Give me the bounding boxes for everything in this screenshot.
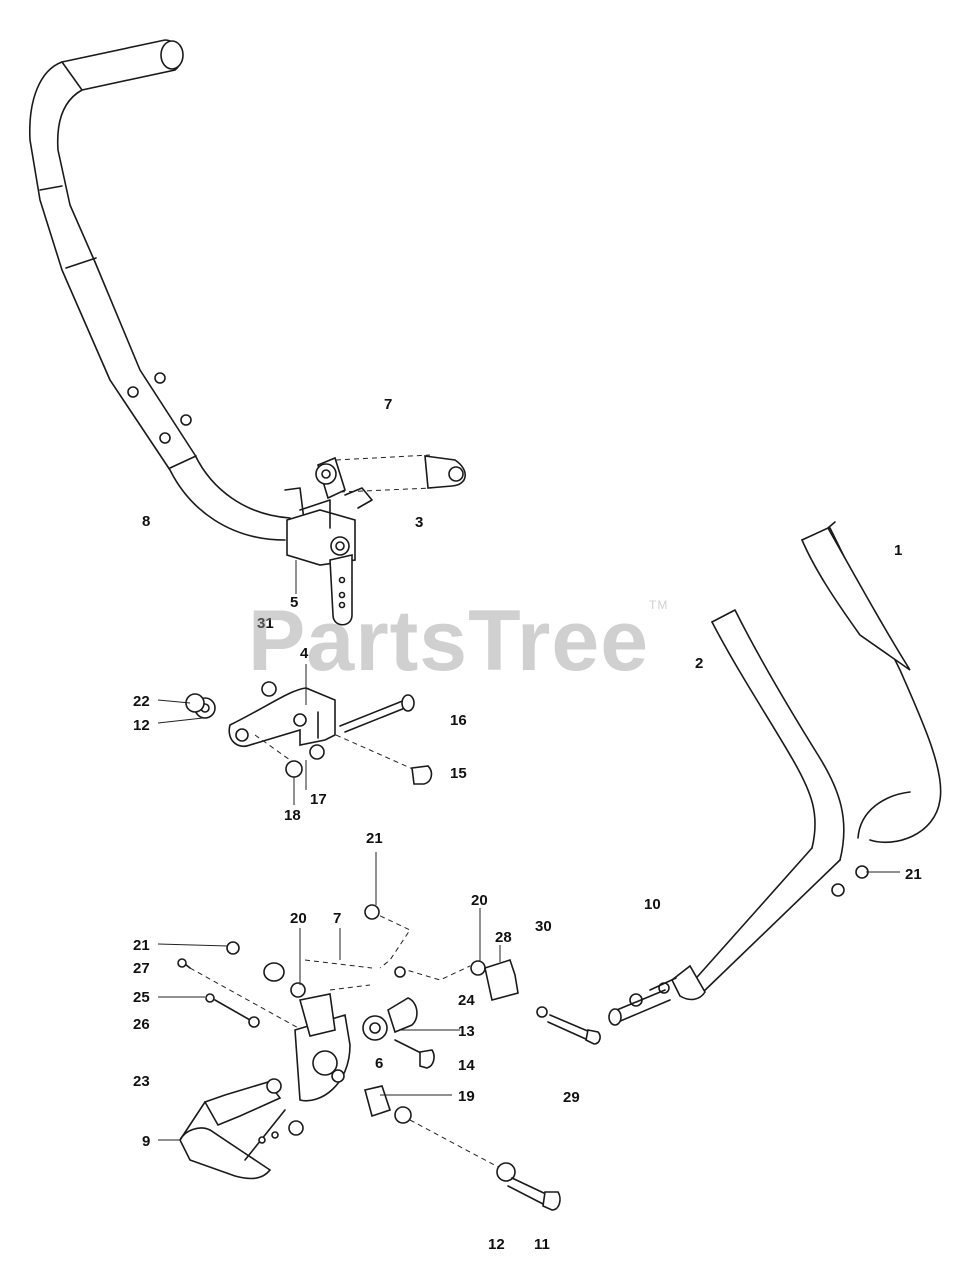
- callout-22[interactable]: 22: [133, 693, 150, 710]
- callout-21-right[interactable]: 21: [905, 866, 922, 883]
- callout-31[interactable]: 31: [257, 615, 274, 632]
- callout-17[interactable]: 17: [310, 791, 327, 808]
- callout-26[interactable]: 26: [133, 1016, 150, 1033]
- callout-24[interactable]: 24: [458, 992, 475, 1009]
- callout-21-top[interactable]: 21: [366, 830, 383, 847]
- callout-4[interactable]: 4: [300, 645, 309, 662]
- lower-control-assembly[interactable]: [177, 904, 601, 1211]
- leader-lines: [157, 560, 900, 1141]
- callout-28[interactable]: 28: [495, 929, 512, 946]
- callout-14[interactable]: 14: [458, 1057, 475, 1074]
- upper-pivot-bracket[interactable]: [284, 454, 466, 626]
- callout-30[interactable]: 30: [535, 918, 552, 935]
- callout-8[interactable]: 8: [142, 513, 150, 530]
- callout-5[interactable]: 5: [290, 594, 298, 611]
- callout-3[interactable]: 3: [415, 514, 423, 531]
- callout-16[interactable]: 16: [450, 712, 467, 729]
- callout-2[interactable]: 2: [695, 655, 703, 672]
- callout-12-lower[interactable]: 12: [488, 1236, 505, 1253]
- callout-12-upper[interactable]: 12: [133, 717, 150, 734]
- mid-control-bracket[interactable]: [185, 681, 433, 785]
- callout-27[interactable]: 27: [133, 960, 150, 977]
- callout-20-right[interactable]: 20: [471, 892, 488, 909]
- callout-labels: 7 8 3 1 5 31 2 4 22 12 16 15 17 18 21 21…: [133, 396, 922, 1253]
- callout-29[interactable]: 29: [563, 1089, 580, 1106]
- callout-7-upper[interactable]: 7: [384, 396, 392, 413]
- callout-25[interactable]: 25: [133, 989, 150, 1006]
- callout-15[interactable]: 15: [450, 765, 467, 782]
- callout-19[interactable]: 19: [458, 1088, 475, 1105]
- callout-23[interactable]: 23: [133, 1073, 150, 1090]
- callout-10[interactable]: 10: [644, 896, 661, 913]
- callout-18[interactable]: 18: [284, 807, 301, 824]
- callout-13[interactable]: 13: [458, 1023, 475, 1040]
- right-control-handles[interactable]: [608, 521, 942, 1026]
- callout-21-left[interactable]: 21: [133, 937, 150, 954]
- callout-20-left[interactable]: 20: [290, 910, 307, 927]
- callout-9[interactable]: 9: [142, 1133, 150, 1150]
- callout-7-lower[interactable]: 7: [333, 910, 341, 927]
- callout-11[interactable]: 11: [534, 1236, 550, 1253]
- callout-6[interactable]: 6: [375, 1055, 383, 1072]
- upper-control-handle[interactable]: [29, 39, 291, 541]
- callout-1[interactable]: 1: [894, 542, 902, 559]
